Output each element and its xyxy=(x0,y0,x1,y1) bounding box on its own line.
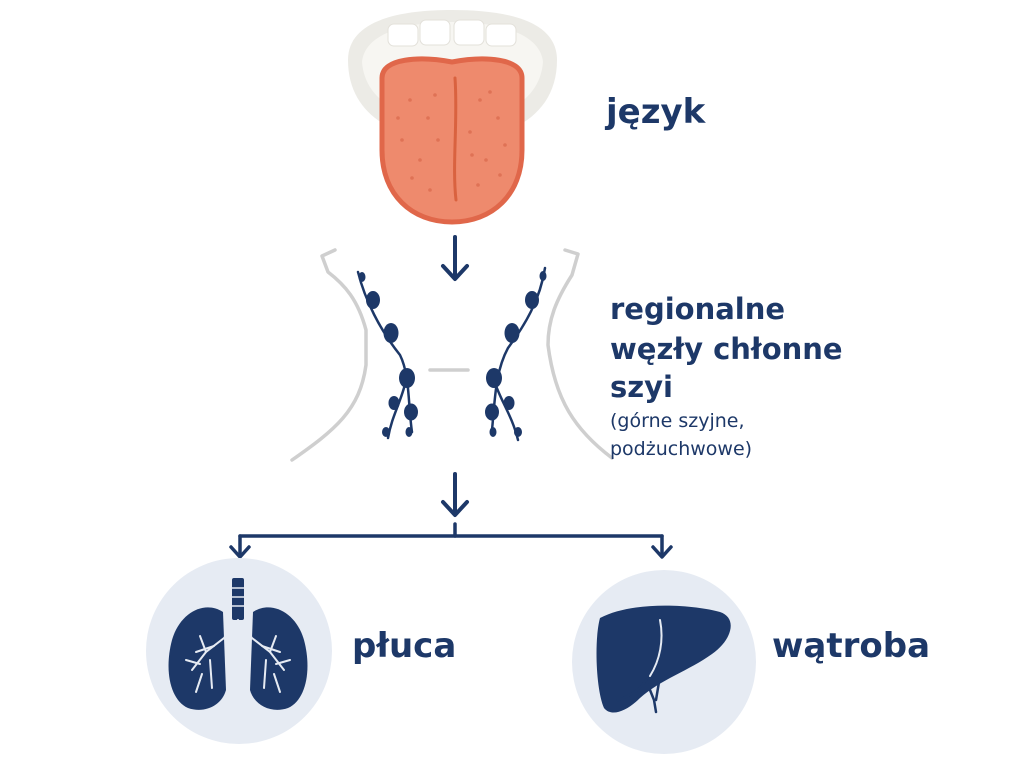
arrow-down-icon xyxy=(441,235,469,281)
tongue-label: język xyxy=(606,92,706,132)
lymph-nodes-label-line1: regionalne xyxy=(610,292,786,326)
lungs-icon xyxy=(146,558,332,744)
lymph-nodes-detail-line1: (górne szyjne, xyxy=(610,410,745,432)
neck-lymph-nodes-icon xyxy=(290,248,614,462)
lymph-nodes-detail-line2: podżuchwowe) xyxy=(610,438,753,460)
lymph-nodes-label-line3: szyi xyxy=(610,370,673,404)
branch-connector xyxy=(229,522,673,559)
tongue-icon xyxy=(348,10,557,225)
arrow-down-icon xyxy=(441,472,469,517)
liver-icon xyxy=(572,570,756,754)
lungs-label: płuca xyxy=(352,626,457,666)
lymph-nodes-label-line2: węzły chłonne xyxy=(610,332,843,366)
liver-label: wątroba xyxy=(772,626,931,666)
